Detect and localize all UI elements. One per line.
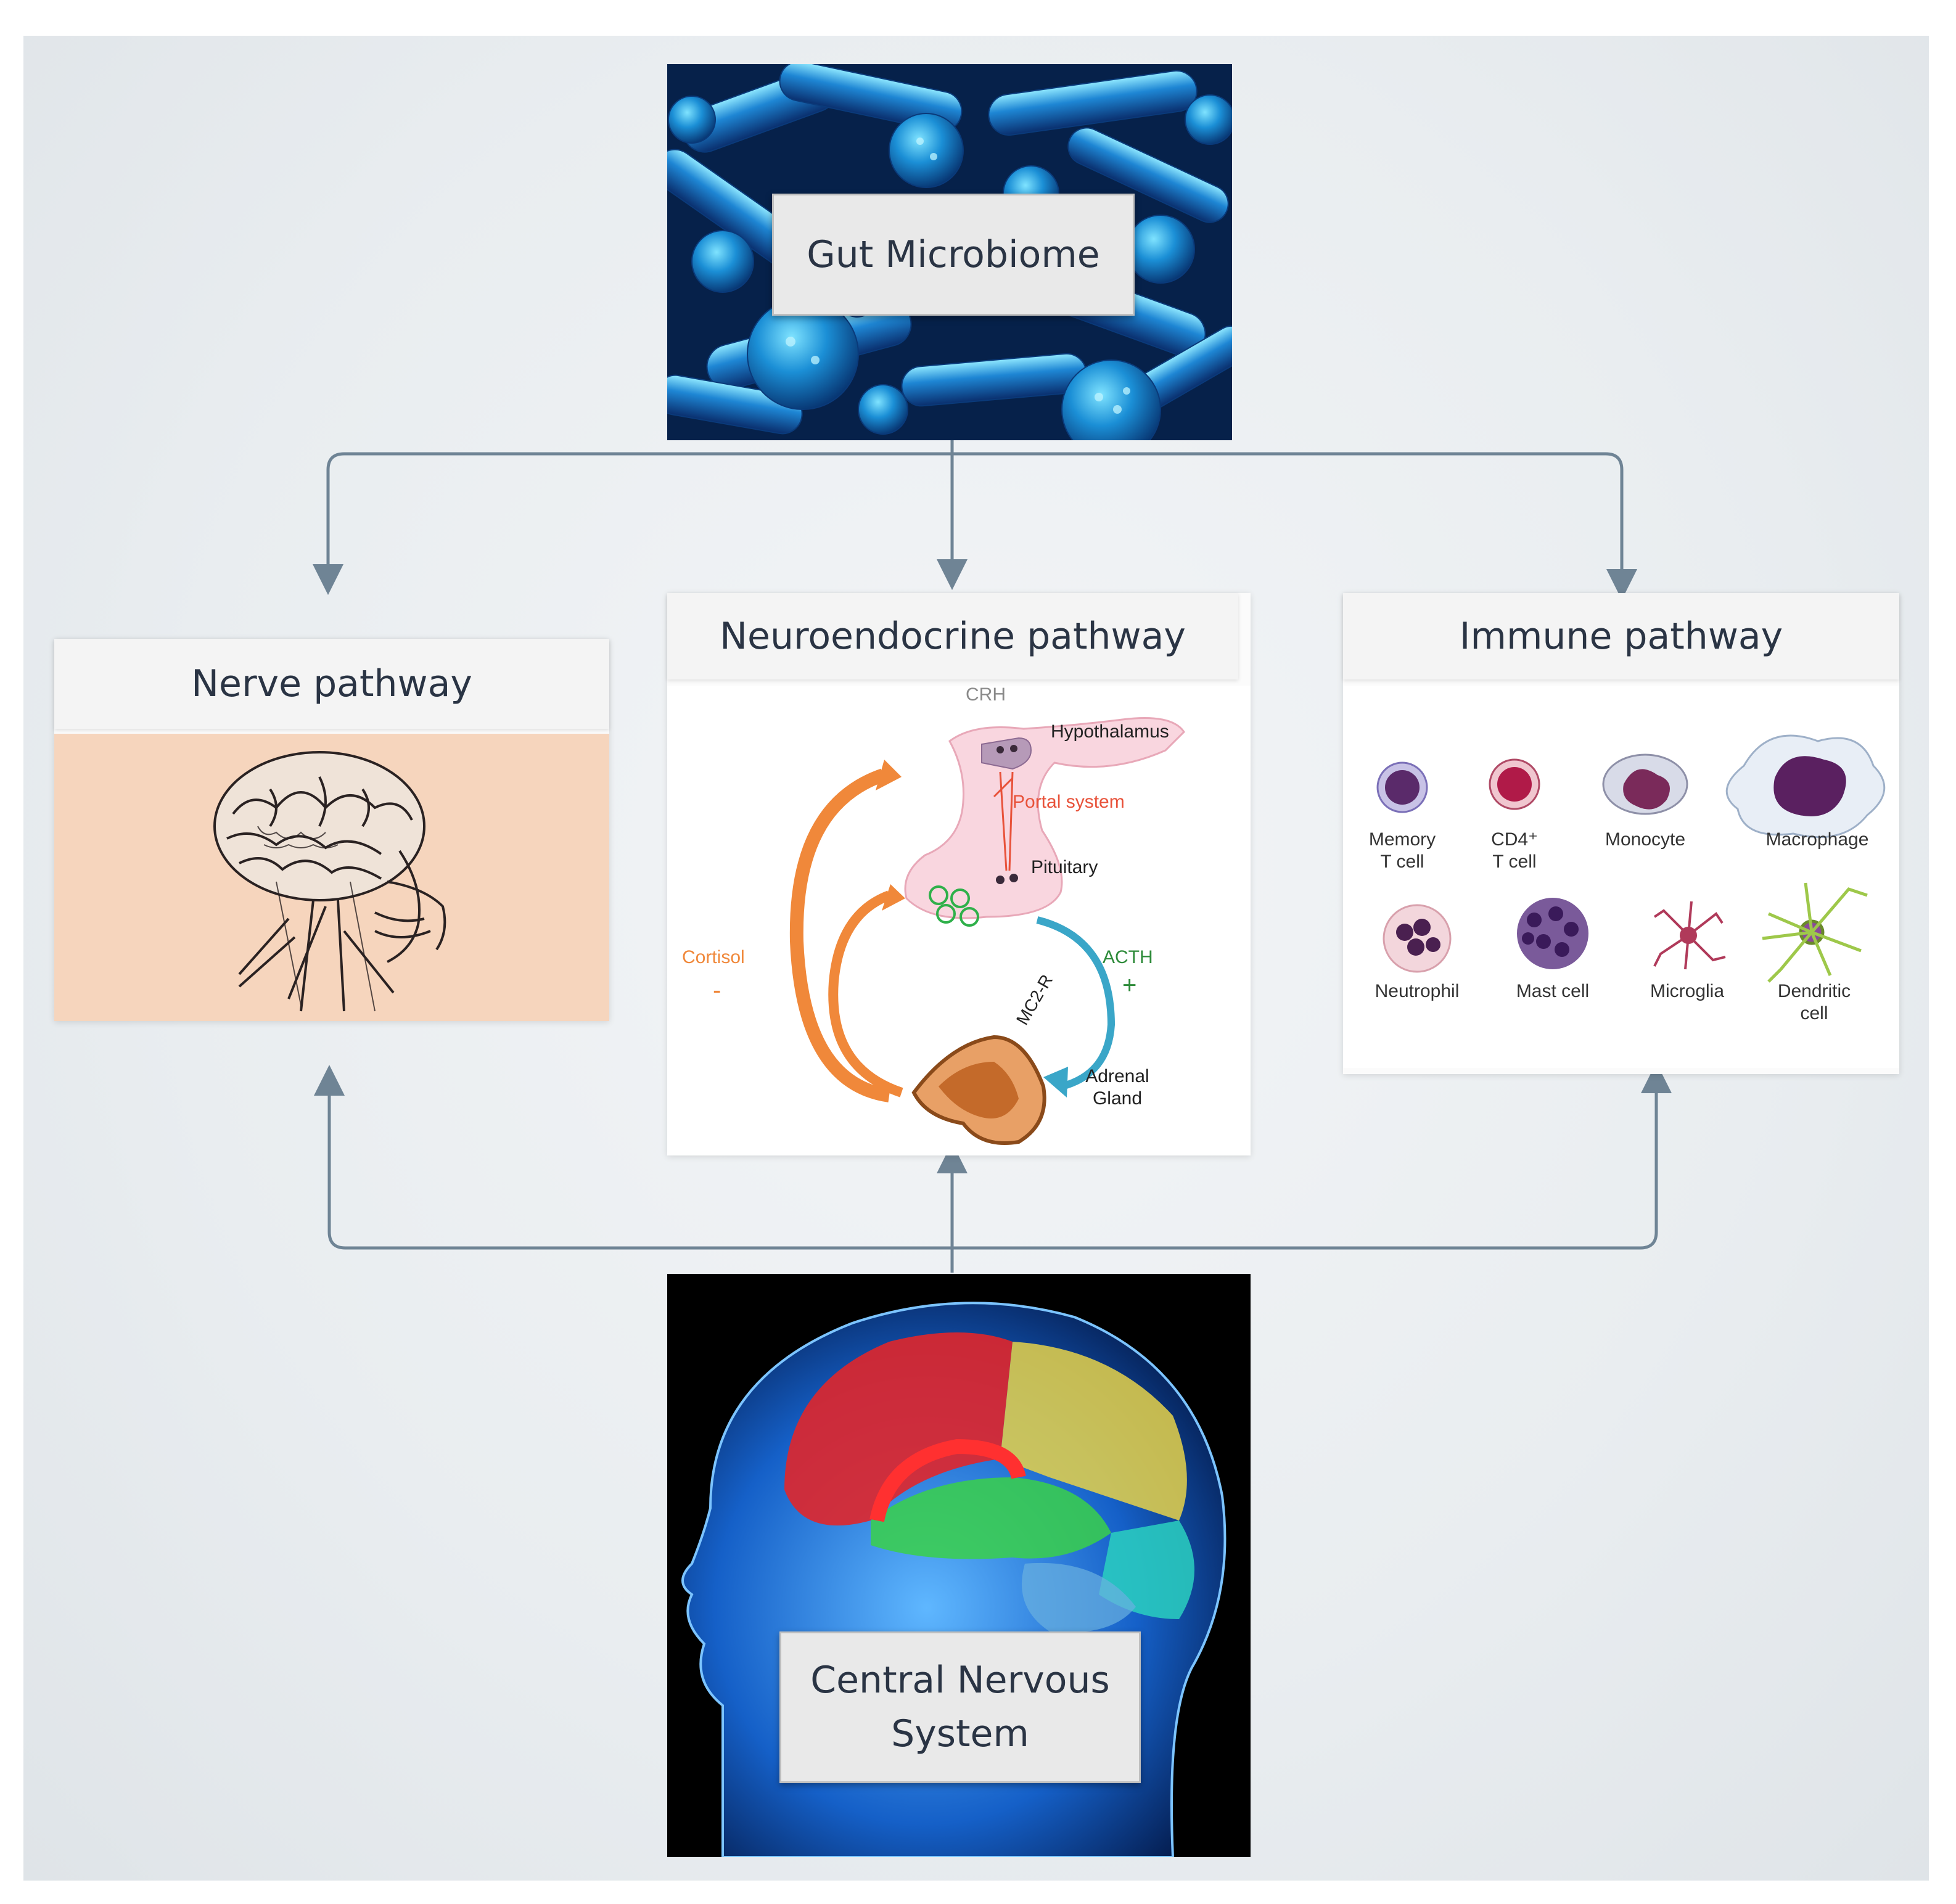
microglia-label: Microglia [1650, 981, 1725, 1001]
hypothalamus-nucleus [981, 737, 1032, 770]
connector-top-right [952, 452, 1637, 600]
acth-label: ACTH [1103, 947, 1153, 967]
mast-cell-label: Mast cell [1516, 981, 1590, 1001]
pituitary-label: Pituitary [1031, 857, 1098, 877]
microglia-icon [1653, 901, 1726, 970]
gut-microbiome-label: Gut Microbiome [772, 194, 1135, 316]
hypothalamus-label: Hypothalamus [1051, 721, 1169, 742]
gut-microbiome-image [667, 64, 1232, 440]
crh-label: CRH [966, 684, 1006, 705]
immune-cells-illustration [1343, 686, 1899, 1068]
monocyte-label: Monocyte [1605, 829, 1686, 850]
dendritic-cell-line2: cell [1800, 1003, 1828, 1024]
dendritic-cell-icon [1762, 882, 1868, 983]
macrophage-label: Macrophage [1765, 829, 1869, 850]
immune-pathway-title: Immune pathway [1343, 593, 1899, 679]
monocyte-icon [1602, 753, 1688, 815]
connector-bottom-right [952, 1062, 1672, 1250]
neutrophil-icon [1383, 904, 1452, 973]
memory-t-cell-label: Memory T cell [1341, 829, 1464, 873]
cortisol-arrow-inner [828, 890, 903, 1098]
hpa-axis-diagram [667, 686, 1251, 1155]
cd4-t-cell-label: CD4⁺ T cell [1453, 829, 1576, 873]
adrenal-line2: Gland [1092, 1088, 1143, 1109]
frontal-lobe-red [784, 1332, 1013, 1526]
macrophage-icon [1725, 734, 1886, 839]
acth-arrow [1036, 916, 1116, 1090]
parietal-lobe-yellow [1000, 1342, 1187, 1520]
portal-system-label: Portal system [1013, 792, 1125, 812]
central-nervous-system-label: Central Nervous System [779, 1631, 1141, 1783]
cortisol-minus-sign: - [713, 977, 721, 1004]
acth-plus-sign: + [1122, 972, 1137, 999]
neutrophil-label: Neutrophil [1375, 981, 1460, 1001]
dendritic-cell-label: Dendritic cell [1753, 980, 1876, 1025]
mast-cell-icon [1517, 898, 1588, 969]
cortisol-arrow-outer [789, 768, 890, 1102]
neuroendocrine-pathway-title: Neuroendocrine pathway [667, 593, 1238, 679]
adrenal-gland-label: Adrenal Gland [1068, 1065, 1167, 1110]
temporal-lobe-green [871, 1477, 1111, 1559]
cerebellum [1022, 1562, 1136, 1633]
connector-bottom-left [314, 1065, 952, 1250]
dendritic-cell-line1: Dendritic [1777, 981, 1851, 1001]
nerve-pathway-title: Nerve pathway [54, 639, 609, 729]
cd4-t-cell-icon [1489, 758, 1540, 810]
cns-label-line1: Central Nervous [810, 1659, 1110, 1702]
memory-t-cell-line1: Memory [1368, 829, 1436, 850]
memory-t-cell-line2: T cell [1380, 851, 1424, 872]
memory-t-cell-icon [1376, 761, 1428, 813]
cortisol-label: Cortisol [682, 947, 745, 967]
connector-top-left [313, 452, 952, 595]
limbic-ring [869, 1438, 1026, 1522]
cd4-t-cell-line1: CD4⁺ [1491, 829, 1538, 850]
cd4-t-cell-line2: T cell [1492, 851, 1537, 872]
neuroendocrine-pathway-panel: Neuroendocrine pathway CRH Hypothalamus … [667, 593, 1251, 1155]
immune-pathway-panel: Immune pathway [1343, 593, 1899, 1074]
nerve-pathway-panel: Nerve pathway [54, 639, 609, 1021]
hypothalamus-shape [904, 717, 1185, 919]
adrenal-line1: Adrenal [1085, 1066, 1149, 1086]
nerve-head-illustration [54, 734, 609, 1021]
cns-label-line2: System [891, 1712, 1029, 1755]
